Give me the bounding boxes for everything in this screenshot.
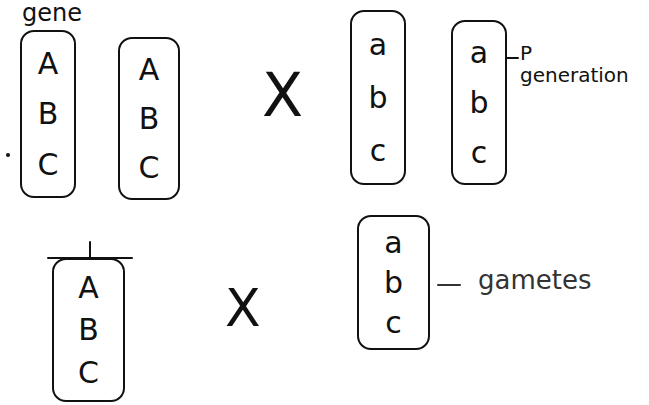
- gene-letter: b: [368, 81, 387, 114]
- gene-letter: A: [78, 271, 99, 304]
- gene-letter: a: [384, 226, 402, 259]
- generation-label: P generation: [520, 42, 646, 86]
- gene-letter: c: [370, 134, 387, 167]
- chromosome: ABC: [20, 30, 76, 198]
- gene-letter: A: [139, 53, 160, 86]
- gene-letter: c: [471, 136, 488, 169]
- gene-label: gene: [22, 0, 82, 26]
- gene-letter: b: [384, 266, 403, 299]
- gene-letter: b: [469, 86, 488, 119]
- cross-sign: X: [225, 280, 261, 337]
- gene-letter: a: [369, 28, 387, 61]
- dot-mark: [6, 153, 10, 157]
- cross-sign: X: [262, 62, 303, 128]
- gametes-label: gametes: [478, 266, 592, 295]
- tick-mark: [89, 242, 91, 258]
- chromosome: ABC: [118, 37, 180, 200]
- gene-letter: B: [139, 102, 160, 135]
- gene-letter: B: [38, 97, 59, 130]
- chromosome: abc: [451, 20, 507, 185]
- gene-letter: a: [470, 36, 488, 69]
- gene-letter: C: [139, 151, 160, 184]
- leader-dash: [438, 284, 460, 286]
- gene-letter: c: [385, 306, 402, 339]
- gene-letter: C: [38, 148, 59, 181]
- leader-dash: [507, 57, 518, 59]
- gene-letter: C: [78, 356, 99, 389]
- chromosome: ABC: [52, 258, 125, 402]
- chromosome: abc: [350, 10, 406, 185]
- gene-letter: B: [78, 313, 99, 346]
- chromosome: abc: [357, 215, 430, 350]
- gene-letter: A: [38, 47, 59, 80]
